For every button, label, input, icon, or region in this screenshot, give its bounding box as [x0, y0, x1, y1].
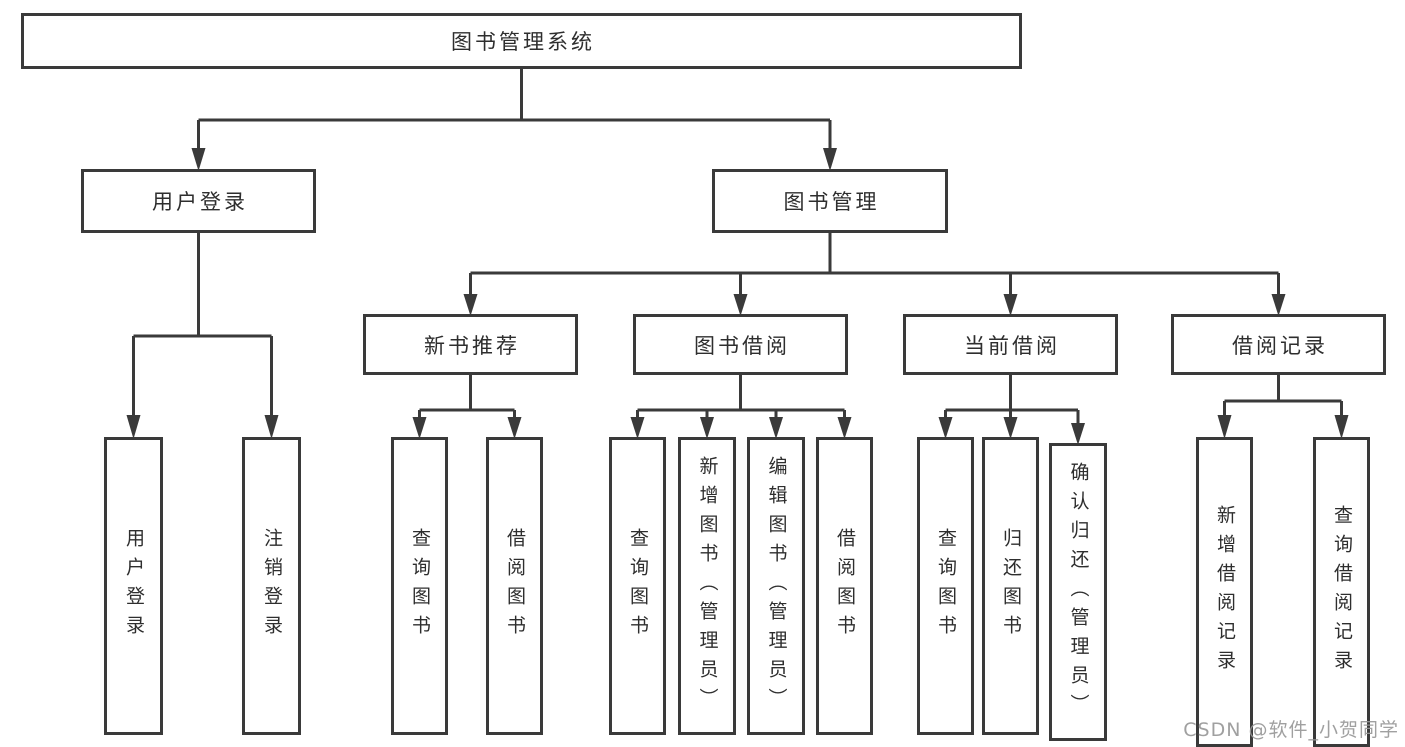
connector-bookmgmt-to-level3: [469, 231, 1280, 296]
leaf-query-books-recommend: 查询图书: [391, 437, 448, 735]
connector-currentborrow-to-leaves: [944, 373, 1080, 425]
leaf-confirm-return-admin: 确认归还（管理员）: [1049, 443, 1107, 741]
leaf-query-books-borrow: 查询图书: [609, 437, 666, 735]
node-library-management-system: 图书管理系统: [21, 13, 1022, 69]
connector-userlogin-to-leaves: [132, 231, 273, 418]
node-label: 查询图书: [935, 528, 957, 644]
leaf-borrow-books: 借阅图书: [816, 437, 873, 735]
node-borrow-records: 借阅记录: [1171, 314, 1386, 375]
node-label: 查询图书: [409, 528, 431, 644]
leaf-logout: 注销登录: [242, 437, 301, 735]
arrowheads: [126, 148, 1349, 445]
node-label: 新书推荐: [424, 333, 520, 358]
node-label: 编辑图书（管理员）: [765, 455, 788, 717]
node-label: 当前借阅: [964, 333, 1060, 358]
leaf-query-borrow-record: 查询借阅记录: [1313, 437, 1370, 747]
connector-newbooks-to-leaves: [418, 373, 516, 419]
node-user-login: 用户登录: [81, 169, 316, 233]
leaf-edit-books-admin: 编辑图书（管理员）: [747, 437, 805, 735]
node-label: 查询图书: [627, 528, 649, 644]
node-label: 借阅图书: [504, 528, 526, 644]
node-book-management: 图书管理: [712, 169, 948, 233]
node-current-borrow: 当前借阅: [903, 314, 1118, 375]
connector-bookborrow-to-leaves: [636, 373, 846, 419]
leaf-borrow-books-recommend: 借阅图书: [486, 437, 543, 735]
node-label: 归还图书: [1000, 528, 1022, 644]
node-label: 查询借阅记录: [1331, 505, 1353, 679]
node-label: 新增借阅记录: [1214, 505, 1236, 679]
leaf-user-login: 用户登录: [104, 437, 163, 735]
node-book-borrow: 图书借阅: [633, 314, 848, 375]
node-label: 用户登录: [152, 190, 248, 214]
node-label: 图书管理系统: [451, 30, 595, 54]
connector-records-to-leaves: [1223, 373, 1343, 417]
node-new-book-recommend: 新书推荐: [363, 314, 578, 375]
leaf-query-books-current: 查询图书: [917, 437, 974, 735]
watermark: CSDN @软件_小贺同学: [1183, 719, 1399, 741]
node-label: 图书借阅: [694, 333, 790, 358]
connector-root-to-level2: [197, 67, 832, 150]
node-label: 借阅记录: [1232, 333, 1328, 358]
node-label: 新增图书（管理员）: [696, 455, 719, 717]
leaf-add-books-admin: 新增图书（管理员）: [678, 437, 736, 735]
node-label: 借阅图书: [834, 528, 856, 644]
leaf-add-borrow-record: 新增借阅记录: [1196, 437, 1253, 747]
node-label: 确认归还（管理员）: [1067, 461, 1090, 723]
leaf-return-books: 归还图书: [982, 437, 1039, 735]
node-label: 图书管理: [783, 190, 880, 214]
node-label: 用户登录: [123, 528, 145, 644]
node-label: 注销登录: [261, 528, 283, 644]
